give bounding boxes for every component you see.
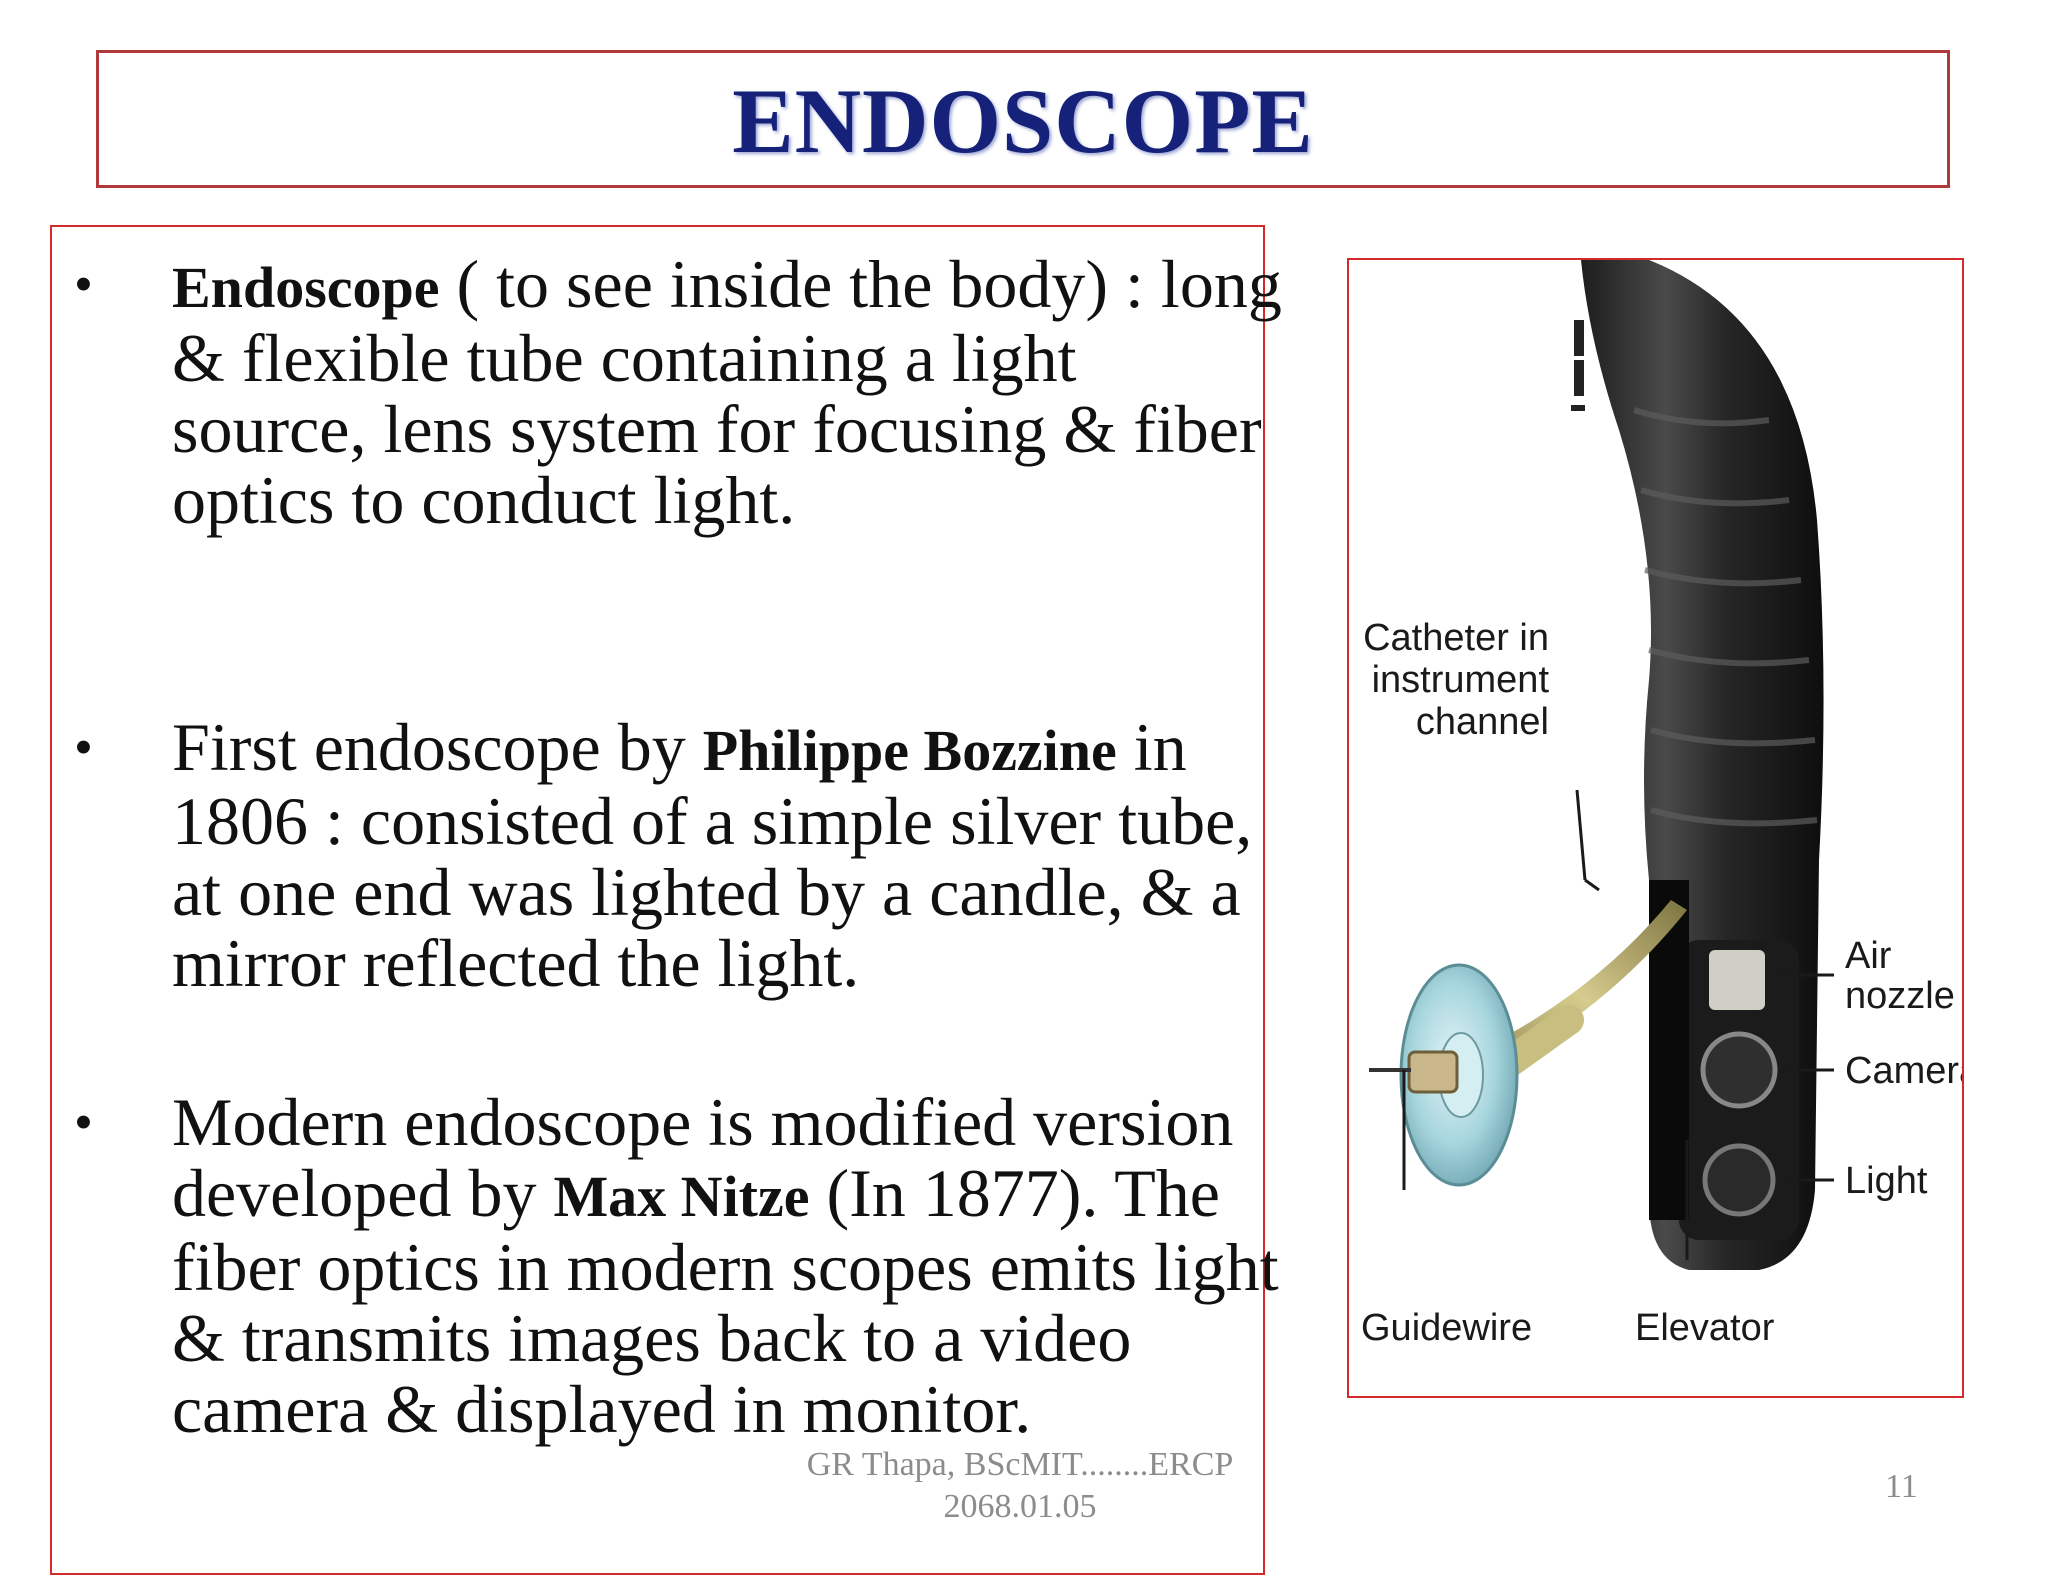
content-box: • Endoscope ( to see inside the body) : … [50,225,1282,1575]
label-guidewire: Guidewire [1361,1307,1532,1349]
light-lens-shape [1702,1143,1776,1217]
bold-term: Max Nitze [553,1164,810,1229]
label-catheter-2: instrument [1372,659,1550,701]
bullet-text: Endoscope ( to see inside the body) : lo… [172,249,1282,536]
page-number: 11 [1885,1468,1918,1505]
air-nozzle-shape [1709,950,1765,1010]
bold-term: Endoscope [172,255,440,320]
bullet-text: First endoscope by Philippe Bozzine in 1… [172,712,1282,999]
bullet-text: Modern endoscope is modified version dev… [172,1087,1282,1445]
bullet-icon: • [74,1092,93,1152]
bullet-icon: • [74,254,93,314]
label-elevator: Elevator [1635,1307,1775,1349]
bullet-icon: • [74,717,93,777]
bullet-body: ( to see inside the body) : long & flexi… [172,246,1282,538]
guidewire-tip [1407,1050,1459,1094]
label-catheter-1: Catheter in [1363,617,1549,659]
footer-author: GR Thapa, BScMIT........ERCP 2068.01.05 [790,1444,1250,1528]
endoscope-figure: Catheter in instrument channel Air nozzl… [1347,258,1964,1398]
bullet-body: in 1806 : consisted of a simple silver t… [172,709,1253,1001]
bullet-body: (In 1877). The fiber optics in modern sc… [172,1155,1279,1447]
tube-markings [1571,320,1585,411]
slide-title: ENDOSCOPE [732,70,1314,172]
camera-lens-shape [1700,1031,1778,1109]
catheter-shape [1459,900,1687,1080]
label-catheter-3: channel [1416,701,1549,743]
endoscope-illustration: Catheter in instrument channel Air nozzl… [1361,260,1962,1349]
label-light: Light [1845,1160,1928,1202]
footer-date: 2068.01.05 [943,1488,1097,1525]
title-box: ENDOSCOPE [96,50,1950,188]
tube-ridges [1633,407,1818,827]
label-air-1: Air [1845,935,1892,977]
bullet-body: Modern endoscope is modified version dev… [172,1084,1234,1231]
bold-term: Philippe Bozzine [702,718,1117,783]
leader-lines [1402,789,1834,1260]
bullet-body: First endoscope by [172,709,703,785]
label-camera: Camera [1845,1050,1962,1092]
footer-author-line1: GR Thapa, BScMIT........ERCP [806,1446,1234,1483]
label-air-2: nozzle [1845,975,1955,1017]
instrument-channel [1649,880,1689,1220]
